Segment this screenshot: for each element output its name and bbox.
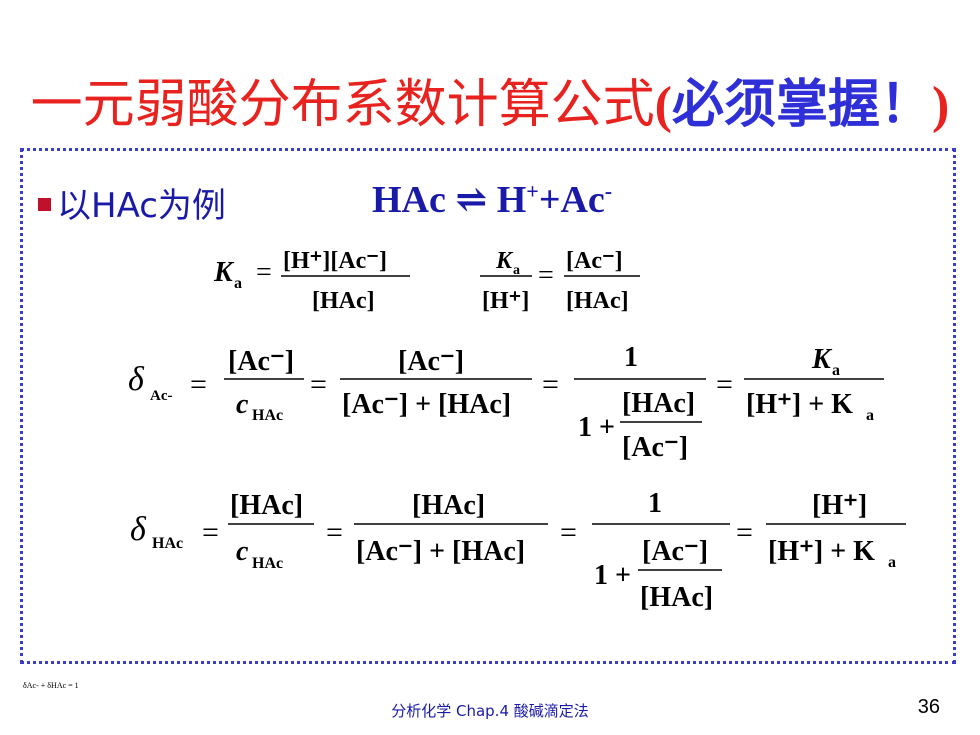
ka-subscript: a (832, 362, 840, 379)
hac-term: [HAc] (230, 490, 303, 521)
ac-term: [Ac⁻] (228, 346, 294, 377)
ka-symbol: K (213, 257, 235, 288)
ka-denominator: [HAc] (312, 288, 375, 314)
title-emphasis: 必须掌握！ (672, 75, 933, 135)
ac-term: [Ac⁻] (642, 536, 708, 567)
title-main: 一元弱酸分布系数计算公式 (30, 75, 655, 135)
equals-sign: = (560, 516, 577, 549)
equilibrium-arrow-icon: ⇌ (455, 179, 488, 221)
ac-term: [Ac⁻] (566, 248, 623, 274)
hac-term: [HAc] (622, 388, 695, 419)
one-plus: 1 + (594, 560, 631, 591)
ac-plus-hac: [Ac⁻] + [HAc] (356, 536, 525, 567)
numerator-one: 1 (624, 342, 638, 373)
bullet-line: 以HAc为例 (38, 178, 226, 227)
delta-subscript-hac: HAc (152, 535, 183, 552)
ka-definition: K a = [H⁺][Ac⁻] [HAc] K a [H⁺] = [Ac⁻] [… (213, 248, 640, 314)
delta-subscript-ac: Ac- (150, 388, 173, 404)
equals-sign: = (542, 368, 559, 401)
hplus-plus-ka: [H⁺] + K (768, 536, 875, 567)
equals-sign: = (716, 368, 733, 401)
ka-subscript: a (234, 275, 242, 292)
bullet-text: 以HAc为例 (57, 186, 226, 226)
equals-sign: = (190, 368, 207, 401)
numerator-one: 1 (648, 488, 662, 519)
equals-sign: = (310, 368, 327, 401)
equals-sign: = (326, 516, 343, 549)
content-frame (20, 148, 956, 664)
reaction-plus: + (538, 179, 561, 221)
conc-subscript: HAc (252, 555, 283, 572)
square-bullet-icon (38, 198, 51, 211)
one-plus: 1 + (578, 412, 615, 443)
conc-symbol: c (236, 389, 249, 420)
hplus-term: [H⁺] (482, 288, 529, 314)
hplus-plus-ka: [H⁺] + K (746, 389, 853, 420)
equals-sign: = (256, 257, 272, 288)
ka-subscript: a (866, 407, 874, 424)
reaction-reactant: HAc (372, 179, 446, 221)
equals-sign: = (202, 516, 219, 549)
conc-symbol: c (236, 536, 249, 567)
ac-plus-hac: [Ac⁻] + [HAc] (342, 389, 511, 420)
ka-symbol: K (811, 344, 833, 375)
conc-subscript: HAc (252, 407, 283, 424)
hplus-term: [H⁺] (812, 490, 867, 521)
delta-hac-equation: δ HAc = [HAc] c HAc = [HAc] [Ac⁻] + [HAc… (130, 488, 906, 613)
proton-charge: + (526, 178, 539, 204)
equals-sign: = (736, 516, 753, 549)
hac-term: [HAc] (566, 288, 629, 314)
footer-text: 分析化学 Chap.4 酸碱滴定法 (391, 702, 589, 720)
ka-symbol: K (495, 248, 514, 274)
title-paren-close: ) (932, 77, 950, 134)
equals-sign: = (538, 260, 554, 291)
reaction-equation: HAc ⇌ H++Ac- (372, 176, 612, 222)
page-number: 36 (917, 696, 940, 718)
delta-symbol: δ (130, 511, 147, 548)
ac-term: [Ac⁻] (398, 346, 464, 377)
sum-note: δAc- + δHAc = 1 (23, 681, 79, 690)
acetate-charge: - (604, 178, 613, 204)
reaction-acetate: Ac (560, 179, 605, 221)
ka-subscript: a (513, 263, 520, 278)
hac-term: [HAc] (412, 490, 485, 521)
slide-title: 一元弱酸分布系数计算公式(必须掌握！) (0, 62, 980, 137)
ac-term: [Ac⁻] (622, 432, 688, 463)
reaction-proton: H (496, 179, 527, 221)
title-paren-open: ( (654, 77, 672, 134)
ka-numerator: [H⁺][Ac⁻] (283, 248, 387, 274)
delta-symbol: δ (128, 361, 145, 398)
ka-subscript: a (888, 554, 896, 571)
hac-term: [HAc] (640, 582, 713, 613)
delta-ac-equation: δ Ac- = [Ac⁻] c HAc = [Ac⁻] [Ac⁻] + [HAc… (128, 342, 884, 463)
